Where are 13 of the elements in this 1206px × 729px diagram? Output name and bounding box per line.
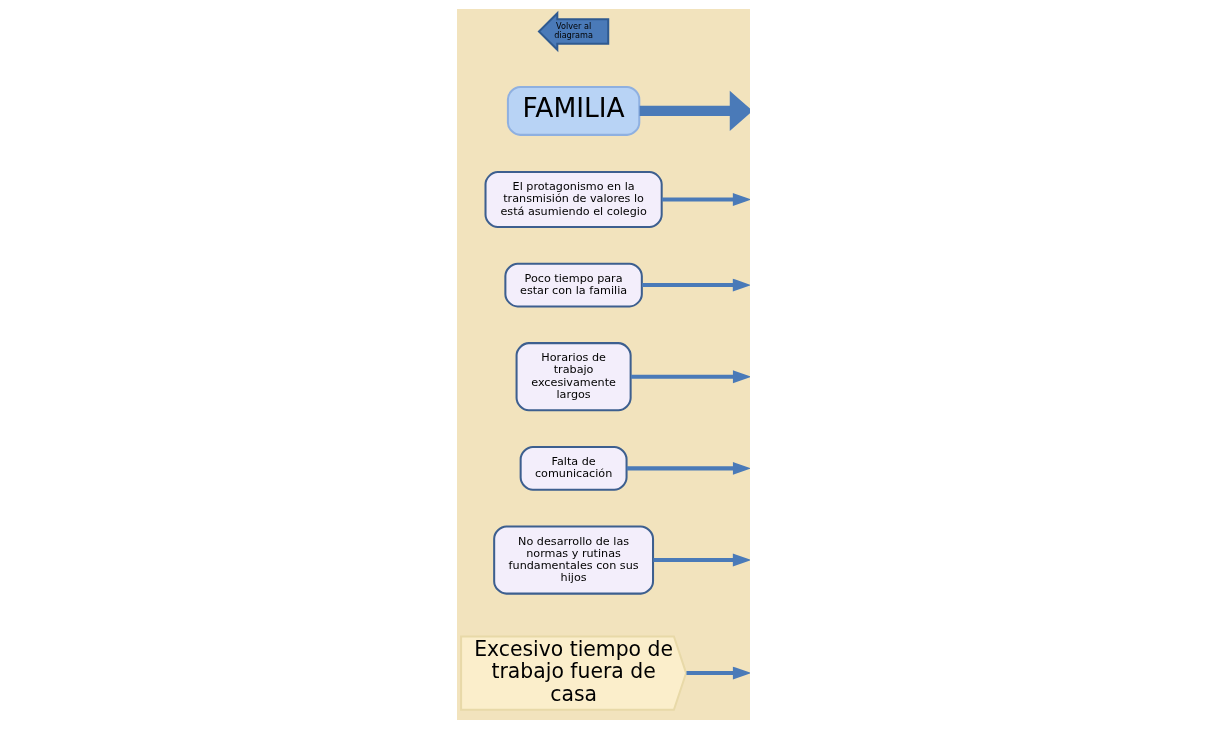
arrow bbox=[626, 461, 750, 475]
arrow bbox=[641, 278, 750, 292]
node-box: FAMILIA bbox=[506, 86, 640, 136]
node-box: El protagonismo en la transmisión de valores lo está asumiendo el colegio bbox=[484, 171, 663, 229]
arrow bbox=[639, 90, 750, 132]
arrow bbox=[630, 370, 750, 384]
node-box: Horarios de trabajo excesivamente largos bbox=[515, 342, 632, 412]
arrow bbox=[652, 553, 750, 567]
arrow bbox=[661, 193, 750, 206]
node-box: Falta de comunicación bbox=[519, 445, 628, 491]
node-box: Poco tiempo para estar con la familia bbox=[503, 262, 643, 308]
arrow bbox=[686, 666, 750, 680]
node-box: No desarrollo de las normas y rutinas fundamentales con sus hijos bbox=[492, 525, 654, 595]
